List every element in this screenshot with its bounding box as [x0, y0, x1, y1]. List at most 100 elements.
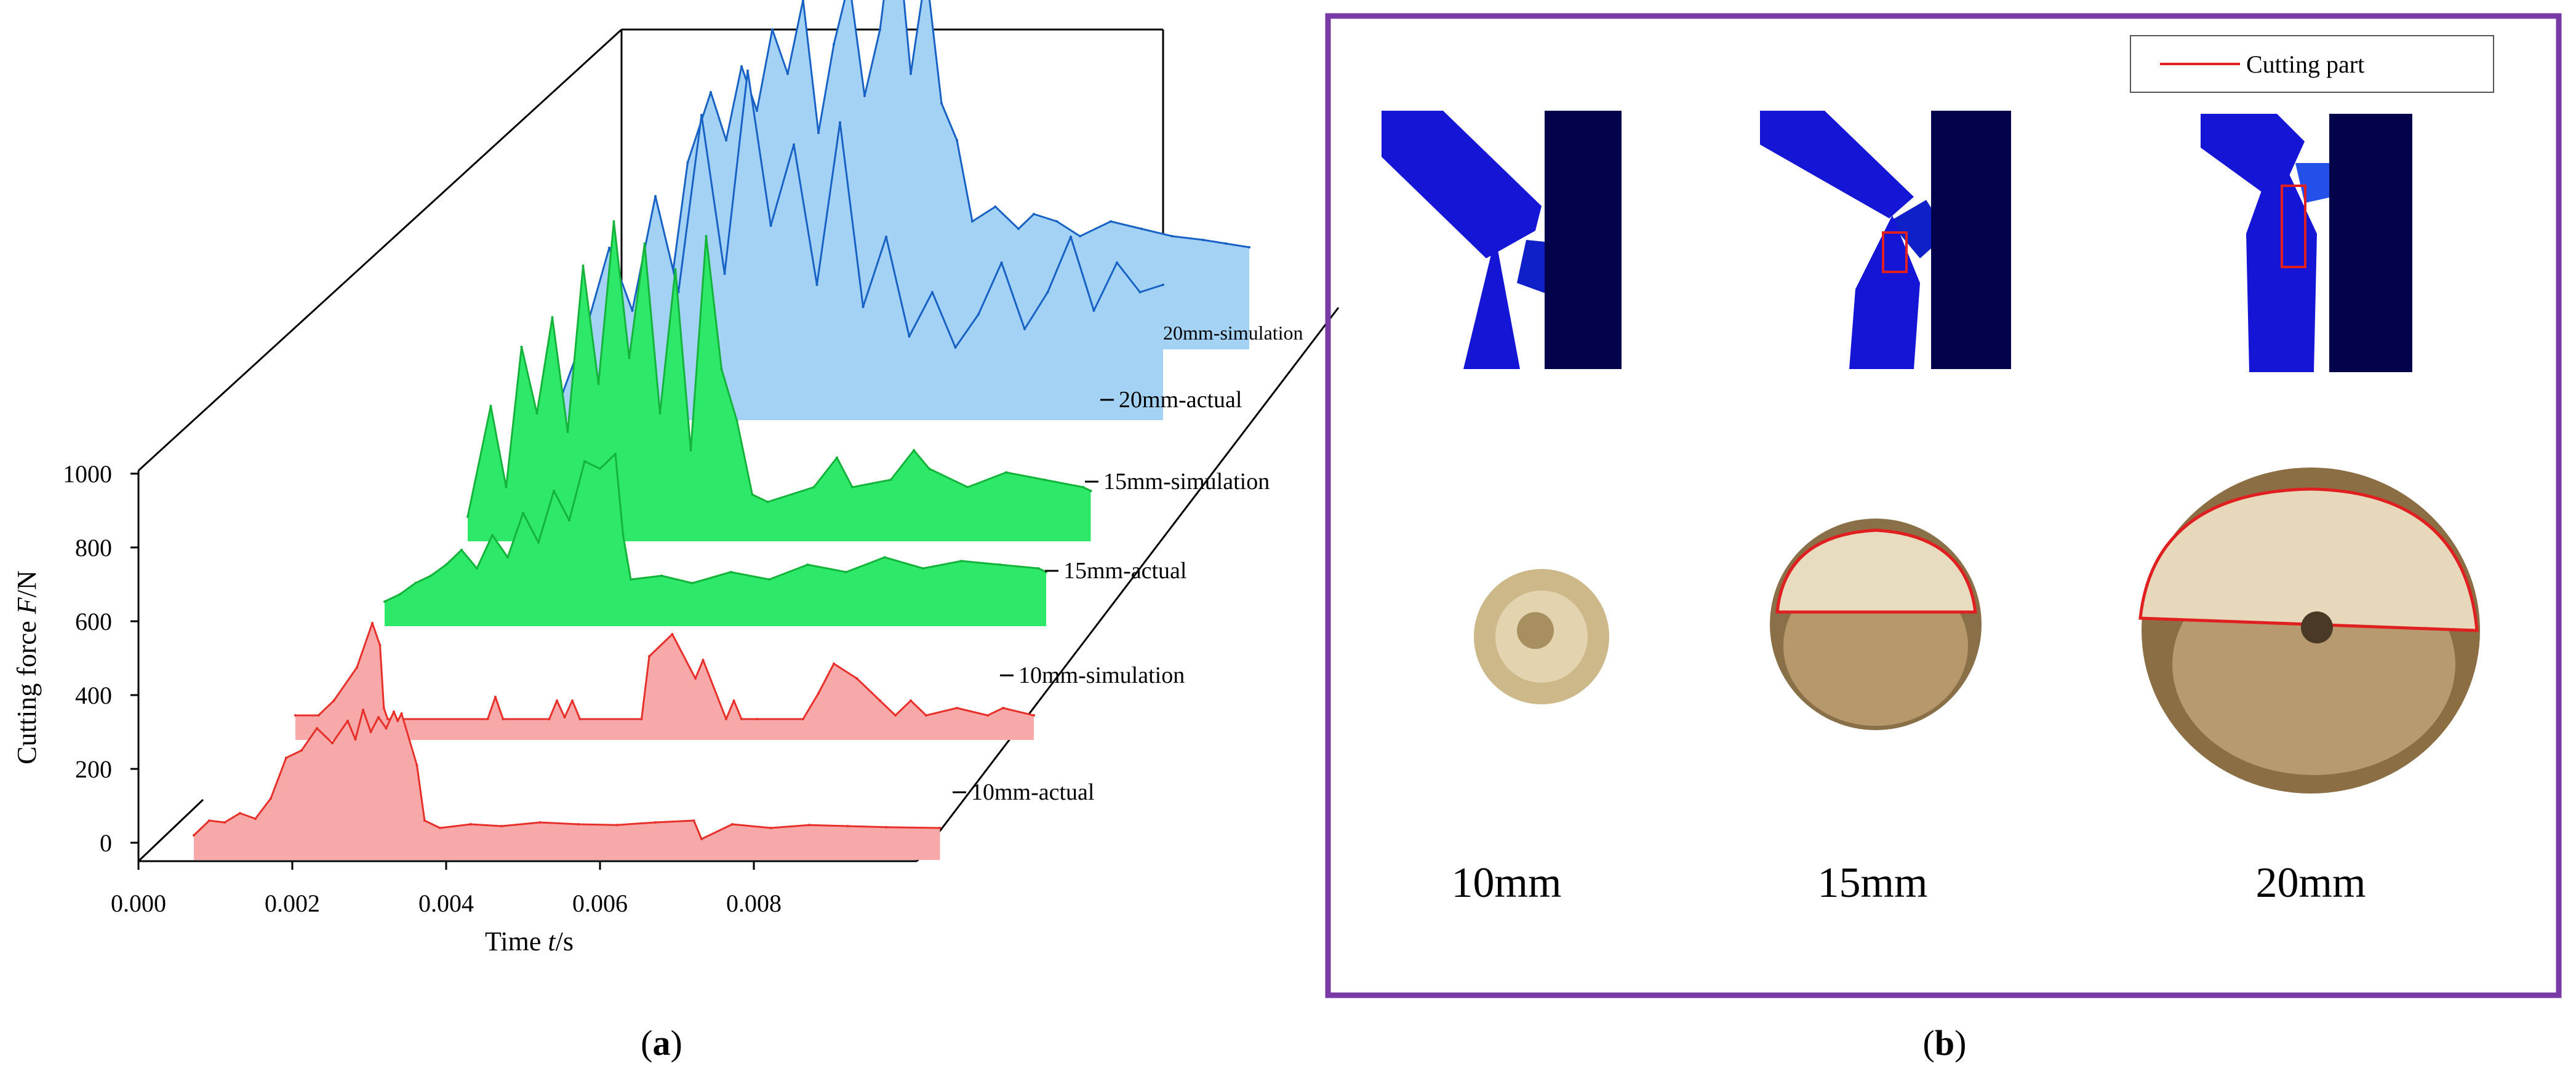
y-tick-label: 200: [75, 755, 112, 783]
series-point: [931, 291, 934, 293]
series-point: [551, 316, 554, 319]
series-point: [720, 368, 723, 370]
series-point: [1002, 707, 1004, 709]
series-point: [691, 582, 694, 584]
series-point: [1248, 246, 1250, 249]
series-point: [1023, 328, 1026, 330]
panel-b-caption: (b): [1923, 1023, 1967, 1063]
blade-strip-15mm: [1760, 111, 1914, 218]
series-point: [705, 235, 708, 237]
series-point: [1202, 239, 1204, 241]
series-point: [193, 834, 195, 837]
series-point: [1138, 291, 1142, 293]
anvil-block-15mm: [1931, 111, 2011, 369]
series-point: [815, 284, 818, 286]
series-line: [193, 709, 940, 840]
series-point: [913, 449, 915, 451]
series-point: [735, 420, 738, 422]
series-label: 10mm-actual: [971, 779, 1094, 805]
frame-back-left-diagonal: [137, 28, 623, 472]
series-area: [385, 454, 1046, 609]
series-point: [812, 486, 815, 488]
series-point: [628, 357, 631, 359]
series-point: [845, 571, 847, 573]
series-point: [1171, 235, 1174, 237]
series-point: [1092, 309, 1095, 312]
series-point: [356, 666, 358, 669]
series-point: [414, 582, 417, 584]
series-point: [460, 549, 463, 551]
series-point: [1079, 235, 1081, 237]
series-point: [956, 139, 958, 141]
series-point: [802, 0, 804, 1]
series-point: [723, 272, 726, 275]
series-point: [566, 431, 569, 433]
series-15mm-actual: 15mm-actual: [383, 453, 1186, 626]
series-point: [362, 709, 364, 711]
series-point: [285, 757, 287, 759]
series-point: [654, 195, 657, 197]
series-point: [643, 242, 646, 245]
series-point: [769, 827, 772, 829]
series-point: [746, 70, 749, 72]
series-point: [583, 460, 586, 463]
series-point: [700, 838, 703, 840]
series-baseline-band: [295, 723, 1034, 740]
series-area: [295, 623, 1034, 723]
series-point: [506, 556, 509, 559]
series-point: [885, 825, 887, 829]
series-point: [568, 519, 570, 522]
series-point: [577, 823, 580, 825]
series-point: [885, 236, 887, 238]
series-point: [1162, 284, 1164, 286]
series-point: [385, 727, 388, 730]
series-point: [768, 578, 770, 581]
series-point: [423, 819, 426, 822]
series-point: [1033, 213, 1035, 215]
series-point: [239, 812, 241, 814]
series-point: [846, 825, 849, 827]
series-point: [660, 575, 663, 577]
series-point: [631, 309, 634, 312]
series-point: [725, 139, 727, 141]
photo-stalk-section-15mm: [1770, 519, 1982, 730]
series-point: [806, 563, 809, 566]
series-point: [908, 335, 911, 338]
cutting-part-marker-20mm: [2281, 185, 2306, 268]
photo-stalk-section-20mm: [2138, 467, 2480, 794]
series-point: [938, 827, 942, 829]
frame-floor-left-diagonal: [137, 798, 204, 862]
stalk-hole-20mm: [2301, 611, 2333, 643]
series-point: [894, 714, 897, 717]
series-point: [582, 265, 585, 267]
series-point: [839, 121, 841, 124]
series-point: [294, 714, 297, 717]
stalk-pith-10mm: [1517, 612, 1554, 649]
series-point: [1089, 490, 1092, 492]
frame-front-right-diagonal: [916, 307, 1340, 862]
series-label: 20mm-actual: [1119, 387, 1242, 413]
series-point: [556, 699, 558, 702]
series-point: [1082, 486, 1084, 488]
series-point: [430, 575, 432, 577]
series-point: [608, 247, 610, 249]
series-point: [740, 718, 743, 720]
series-point: [692, 819, 695, 822]
series-point: [956, 707, 958, 709]
series-label: 15mm-actual: [1063, 558, 1186, 584]
simulation-view-15mm: [1760, 111, 2011, 369]
series-point: [505, 486, 508, 488]
series-point: [940, 102, 943, 105]
series-point: [1046, 291, 1049, 293]
series-point: [732, 699, 735, 702]
series-point: [622, 534, 625, 536]
y-tick-label: 1000: [63, 460, 112, 488]
series-point: [1017, 228, 1020, 230]
series-point: [571, 699, 574, 702]
series-point: [386, 718, 389, 720]
series-point: [686, 161, 689, 164]
series-point: [756, 109, 758, 112]
series-point: [612, 220, 615, 223]
series-point: [671, 633, 674, 635]
